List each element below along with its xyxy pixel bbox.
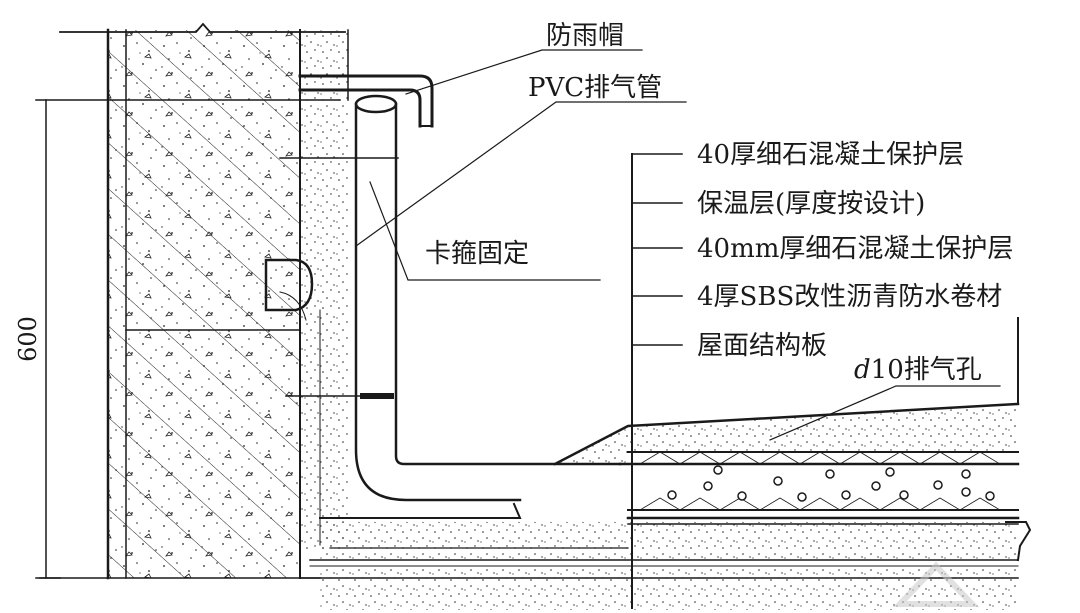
pvc-vent-pipe — [354, 94, 622, 502]
pipe-clamp — [285, 393, 394, 399]
break-line-top — [59, 22, 346, 33]
label-vent-hole: d10排气孔 — [854, 355, 982, 385]
label-rain-cap: 防雨帽 — [546, 21, 624, 51]
label-layer-1: 40厚细石混凝土保护层 — [697, 140, 964, 170]
label-layer-5: 屋面结构板 — [697, 331, 827, 361]
label-vent-hole-rest: 10排气孔 — [871, 355, 982, 385]
flashing-detail — [264, 258, 314, 321]
dimension-line — [35, 99, 341, 579]
callout-leaders — [355, 49, 1001, 441]
layer-leader — [631, 153, 683, 609]
label-hoop: 卡箍固定 — [425, 239, 529, 269]
wall-plaster-layer — [300, 29, 349, 550]
roof-assembly — [299, 402, 1032, 610]
label-vent-hole-d: d — [854, 355, 871, 385]
watermark-logo — [893, 561, 979, 607]
label-layer-4: 4厚SBS改性沥青防水卷材 — [697, 282, 1002, 312]
label-layer-3: 40mm厚细石混凝土保护层 — [697, 234, 1013, 264]
label-pvc-pipe: PVC排气管 — [528, 73, 662, 103]
rain-cap — [298, 74, 434, 128]
structural-wall — [106, 28, 301, 580]
label-layer-2: 保温层(厚度按设计) — [697, 189, 925, 219]
dimension-value: 600 — [14, 316, 42, 362]
